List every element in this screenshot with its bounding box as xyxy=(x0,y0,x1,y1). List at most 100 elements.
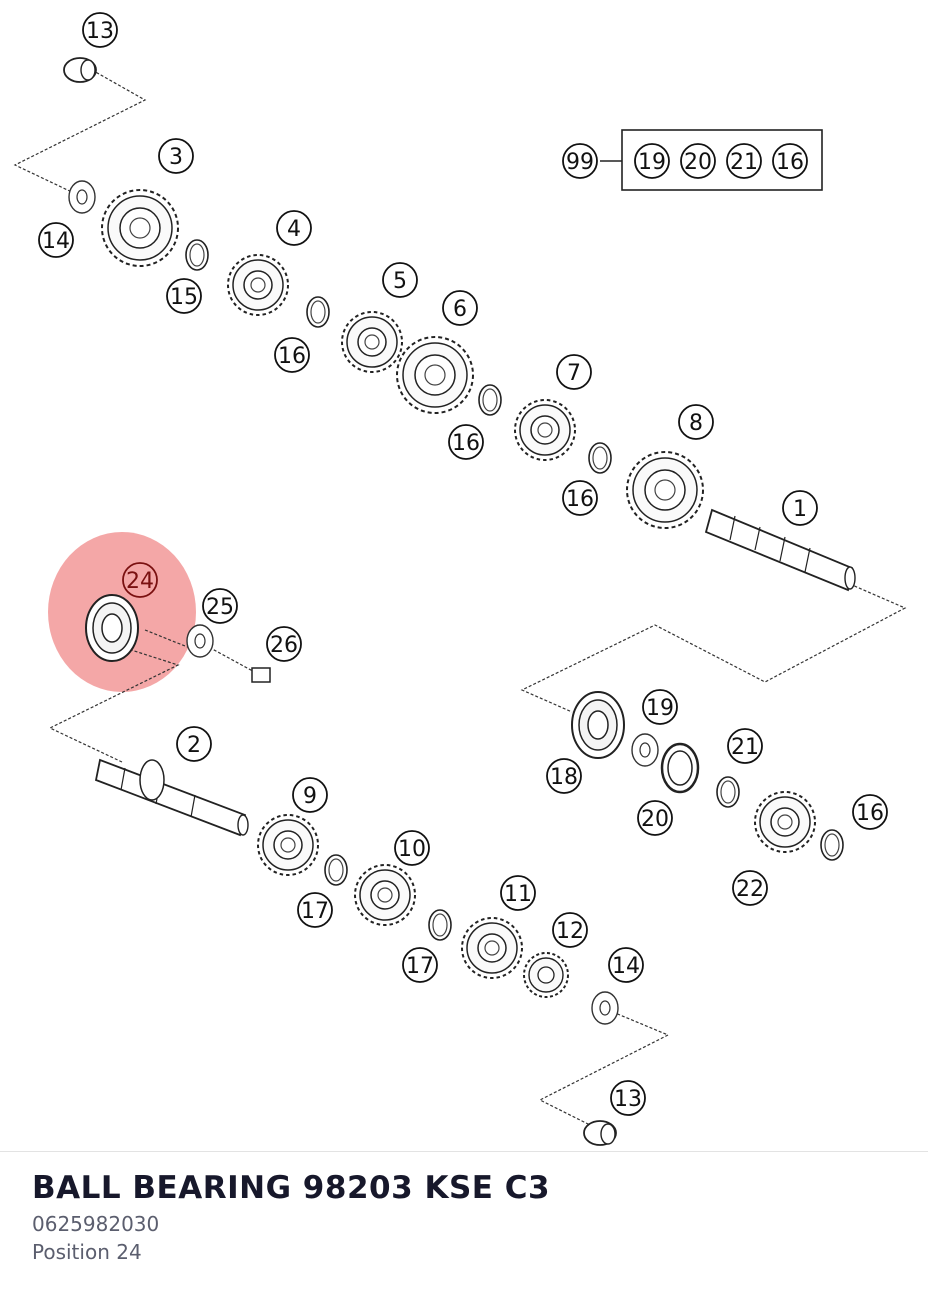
kit-item-20-1-label: 20 xyxy=(684,150,712,175)
circlip-16-b xyxy=(478,384,502,416)
callout-26-15: 26 xyxy=(266,626,302,662)
callout-2-16-label: 2 xyxy=(187,733,201,758)
gear-10 xyxy=(354,864,416,926)
callout-21-28: 21 xyxy=(727,728,763,764)
kit-item-19-0: 19 xyxy=(634,143,670,179)
gear-4 xyxy=(227,254,289,316)
part-info-panel: BALL BEARING 98203 KSE C3 0625982030 Pos… xyxy=(32,1166,550,1266)
callout-16-8: 16 xyxy=(448,424,484,460)
part-position: Position 24 xyxy=(32,1240,142,1264)
callout-8-11: 8 xyxy=(678,404,714,440)
kit-item-16-3-label: 16 xyxy=(776,150,804,175)
callout-5-6-label: 5 xyxy=(393,269,407,294)
part-number: 0625982030 xyxy=(32,1212,160,1236)
kit-callout-99-label: 99 xyxy=(566,150,594,175)
circlip-16-c xyxy=(588,442,612,474)
circlip-17-a xyxy=(324,854,348,886)
callout-24-13-label: 24 xyxy=(126,569,154,594)
callout-12-22: 12 xyxy=(552,912,588,948)
gear-5 xyxy=(341,311,403,373)
callout-12-22-label: 12 xyxy=(556,919,584,944)
callout-10-19-label: 10 xyxy=(398,837,426,862)
kit-box xyxy=(621,129,823,191)
gear-6 xyxy=(396,336,474,414)
callout-16-29-label: 16 xyxy=(856,801,884,826)
callout-11-21: 11 xyxy=(500,875,536,911)
kit-item-20-1: 20 xyxy=(680,143,716,179)
callout-16-5-label: 16 xyxy=(278,344,306,369)
callout-25-14: 25 xyxy=(202,588,238,624)
kit-item-16-3: 16 xyxy=(772,143,808,179)
callout-7-9: 7 xyxy=(556,354,592,390)
callout-4-4-label: 4 xyxy=(287,217,301,242)
callout-14-2: 14 xyxy=(38,222,74,258)
gear-8 xyxy=(626,451,704,529)
callout-17-18-label: 17 xyxy=(301,899,329,924)
callout-22-30-label: 22 xyxy=(736,877,764,902)
kit-item-21-2-label: 21 xyxy=(730,150,758,175)
gear-12 xyxy=(523,952,569,998)
callout-13-24: 13 xyxy=(610,1080,646,1116)
main-shaft-1 xyxy=(704,508,856,592)
screw-26 xyxy=(251,667,271,683)
washer-14-bottom xyxy=(591,991,619,1025)
callout-16-8-label: 16 xyxy=(452,431,480,456)
callout-18-26-label: 18 xyxy=(550,765,578,790)
callout-3-1: 3 xyxy=(158,138,194,174)
callout-20-27-label: 20 xyxy=(641,807,669,832)
divider xyxy=(0,1151,928,1152)
callout-6-7: 6 xyxy=(442,290,478,326)
kit-callout-99: 99 xyxy=(562,143,598,179)
needle-bearing-13-top xyxy=(63,57,97,83)
washer-25 xyxy=(186,624,214,658)
bushing-15 xyxy=(185,239,209,271)
callout-22-30: 22 xyxy=(732,870,768,906)
washer-14-top xyxy=(68,180,96,214)
gear-7 xyxy=(514,399,576,461)
callout-15-3: 15 xyxy=(166,278,202,314)
callout-1-12-label: 1 xyxy=(793,497,807,522)
kit-item-21-2: 21 xyxy=(726,143,762,179)
callout-14-2-label: 14 xyxy=(42,229,70,254)
callout-5-6: 5 xyxy=(382,262,418,298)
shaft-seal-20 xyxy=(660,742,700,794)
callout-13-24-label: 13 xyxy=(614,1087,642,1112)
callout-9-17: 9 xyxy=(292,777,328,813)
callout-16-29: 16 xyxy=(852,794,888,830)
gear-9 xyxy=(257,814,319,876)
circlip-16-d xyxy=(820,829,844,861)
callout-1-12: 1 xyxy=(782,490,818,526)
ball-bearing-24 xyxy=(85,594,139,662)
callout-layer: 13 3 14 15 4 16 5 6 16 7 16 8 1 24 25 26 2 9 17 10 17 11 12 14 1… xyxy=(38,12,888,1116)
gear-11 xyxy=(461,917,523,979)
callout-4-4: 4 xyxy=(276,210,312,246)
callout-21-28-label: 21 xyxy=(731,735,759,760)
counter-shaft-2 xyxy=(94,758,249,837)
callout-17-20: 17 xyxy=(402,947,438,983)
callout-15-3-label: 15 xyxy=(170,285,198,310)
sprocket-22 xyxy=(754,791,816,853)
needle-bearing-13-bottom xyxy=(583,1120,617,1146)
callout-10-19: 10 xyxy=(394,830,430,866)
callout-8-11-label: 8 xyxy=(689,411,703,436)
callout-18-26: 18 xyxy=(546,758,582,794)
callout-20-27: 20 xyxy=(637,800,673,836)
callout-16-10: 16 xyxy=(562,480,598,516)
kit-item-19-0-label: 19 xyxy=(638,150,666,175)
callout-14-23-label: 14 xyxy=(612,954,640,979)
callout-26-15-label: 26 xyxy=(270,633,298,658)
circlip-16-a xyxy=(306,296,330,328)
callout-7-9-label: 7 xyxy=(567,361,581,386)
exploded-parts-diagram: 13 3 14 15 4 16 5 6 16 7 16 8 1 24 25 26 2 9 17 10 17 11 12 14 1… xyxy=(13,12,907,1146)
o-ring-19 xyxy=(631,733,659,767)
callout-19-25: 19 xyxy=(642,689,678,725)
callout-19-25-label: 19 xyxy=(646,696,674,721)
callout-9-17-label: 9 xyxy=(303,784,317,809)
callout-11-21-label: 11 xyxy=(504,882,532,907)
ball-bearing-18 xyxy=(571,691,625,759)
callout-13-0-label: 13 xyxy=(86,19,114,44)
callout-6-7-label: 6 xyxy=(453,297,467,322)
callout-2-16: 2 xyxy=(176,726,212,762)
callout-17-20-label: 17 xyxy=(406,954,434,979)
callout-24-13: 24 xyxy=(122,562,158,598)
